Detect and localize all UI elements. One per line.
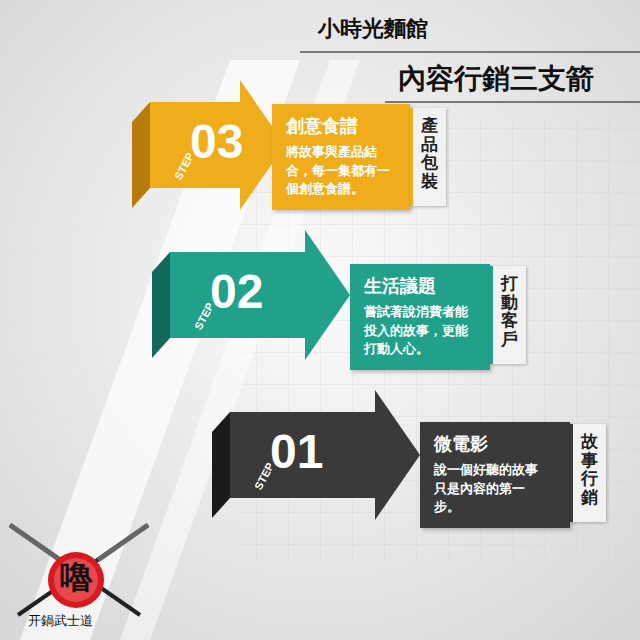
card-body: 嘗試著說消費者能投入的故事，更能打動人心。	[364, 303, 472, 358]
ribbon-fold	[212, 412, 230, 518]
card-body: 說一個好聽的故事只是內容的第一步。	[434, 461, 542, 516]
arrow-shape	[230, 390, 420, 520]
step-card: 微電影說一個好聽的故事只是內容的第一步。	[420, 422, 570, 528]
arrow-body	[230, 390, 420, 520]
step-number: 02	[210, 268, 263, 316]
card-heading: 生活議題	[364, 274, 480, 297]
vertical-tag: 打動客戶	[501, 274, 518, 349]
step-arrow: STEP03	[150, 80, 285, 210]
step-arrow: STEP02	[170, 230, 350, 360]
title: 小時光麵館	[318, 14, 428, 44]
card-heading: 創意食譜	[286, 114, 400, 137]
side-tab: 打動客戶	[490, 266, 526, 364]
step-arrow: STEP01	[230, 390, 420, 520]
step-card: 生活議題嘗試著說消費者能投入的故事，更能打動人心。	[350, 264, 490, 370]
katana-icon	[10, 525, 148, 615]
vertical-tag: 故事行銷	[581, 432, 598, 507]
vertical-tag: 產品包裝	[421, 116, 438, 191]
step-number: 01	[270, 428, 323, 476]
logo-text: 开鍋武士道	[28, 612, 93, 630]
logo-mark: 嚕	[52, 556, 100, 600]
arrow-body	[150, 80, 285, 210]
card-body: 將故事與產品結合，每一集都有一個創意食譜。	[286, 143, 394, 198]
title-rule	[300, 51, 640, 53]
side-tab: 產品包裝	[410, 108, 446, 206]
title-rule	[385, 101, 640, 103]
card-heading: 微電影	[434, 432, 560, 455]
step-card: 創意食譜將故事與產品結合，每一集都有一個創意食譜。	[272, 104, 410, 210]
arrow-body	[170, 230, 350, 360]
step-number: 03	[190, 118, 243, 166]
side-tab: 故事行銷	[570, 424, 606, 522]
ribbon-fold	[152, 252, 170, 358]
subtitle: 內容行銷三支箭	[398, 60, 594, 98]
ribbon-fold	[132, 102, 150, 208]
